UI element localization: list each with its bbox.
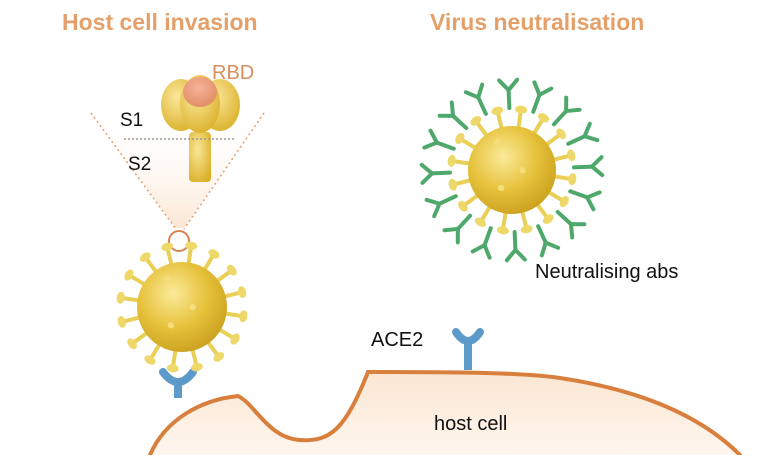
virus-spike-head [166, 363, 179, 373]
virus-surface-dot [190, 305, 196, 311]
label-s2: S2 [128, 155, 151, 174]
virus-surface-dot [519, 168, 525, 174]
virus-spike-head [515, 105, 528, 115]
antibody [499, 80, 517, 108]
virus-spike-head [520, 224, 534, 235]
virus-spike-head [566, 149, 577, 163]
virus-body [137, 262, 227, 352]
antibody [473, 228, 491, 257]
virus-spike-head [237, 285, 248, 299]
antibody [538, 226, 558, 255]
antibody [533, 82, 551, 111]
antibody [427, 196, 456, 216]
virus-neutralised [422, 80, 603, 261]
virus-surface-dot [168, 322, 174, 328]
virus-spike-head [116, 315, 127, 329]
virus-spike-head [447, 178, 458, 192]
virus-body [468, 126, 556, 214]
virus-spike-head [496, 225, 509, 235]
virus-spike-head [567, 173, 577, 186]
ace2-receptor [456, 332, 480, 370]
virus-spike-head [447, 154, 457, 167]
heading-host-cell-invasion: Host cell invasion [62, 11, 258, 34]
antibody [466, 85, 486, 114]
label-rbd: RBD [212, 63, 254, 83]
virus-spike-head [185, 241, 198, 251]
ace2-receptor-virus [163, 372, 193, 398]
virus-spike-head [160, 241, 174, 252]
virus-invading [116, 241, 248, 373]
antibody [424, 131, 453, 149]
antibody [440, 103, 467, 129]
virus-spike-head [238, 310, 248, 323]
antibody [554, 98, 580, 125]
label-neutralising-abs: Neutralising abs [535, 262, 678, 282]
virus-surface-dot [498, 185, 504, 191]
antibody [558, 212, 585, 238]
virus-surface-dot [495, 139, 501, 145]
antibody [574, 157, 602, 175]
label-host-cell: host cell [434, 414, 507, 434]
antibody [445, 216, 471, 243]
label-s1: S1 [120, 111, 143, 130]
antibody [422, 165, 450, 183]
antibody [570, 191, 599, 209]
heading-virus-neutralisation: Virus neutralisation [430, 11, 644, 34]
virus-surface-dot [164, 275, 170, 281]
virus-spike-head [491, 105, 505, 116]
label-ace2: ACE2 [371, 330, 423, 350]
antibody [507, 232, 525, 260]
antibody [568, 124, 597, 144]
virus-spike-head [116, 291, 126, 304]
